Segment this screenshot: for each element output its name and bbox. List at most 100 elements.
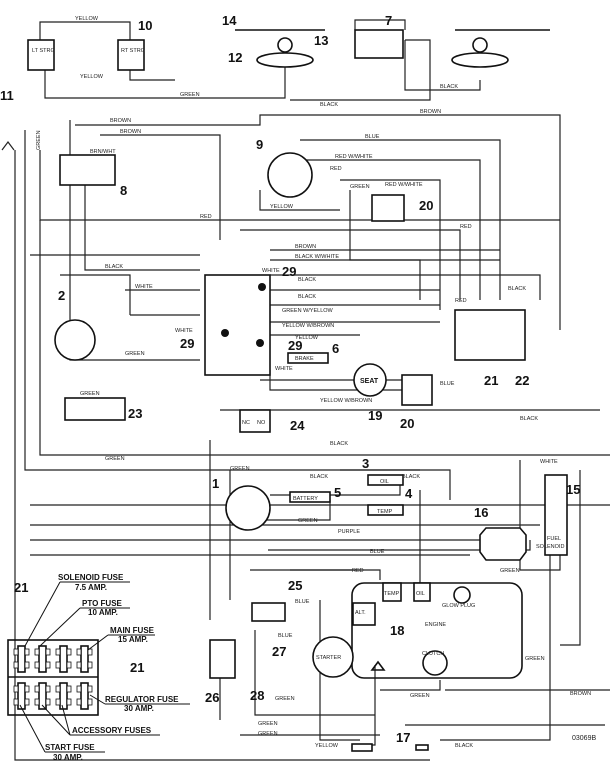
engine-oil-label: OIL xyxy=(416,591,425,597)
callout: 20 xyxy=(400,416,414,431)
rt-strg-label: RT STRG xyxy=(121,48,145,54)
wire-label: YELLOW xyxy=(315,743,339,749)
pto-fuse-amp: 10 AMP. xyxy=(88,608,118,617)
wires xyxy=(1,19,610,761)
regulator-fuse-amp: 30 AMP. xyxy=(124,704,154,713)
solenoid-label: SOLENOID xyxy=(536,544,564,550)
callout: 1 xyxy=(212,476,219,491)
wire-label: WHITE xyxy=(175,328,193,334)
fuse xyxy=(38,682,47,710)
headlight-right xyxy=(451,29,550,68)
start-fuse-amp: 30 AMP. xyxy=(53,753,83,762)
callout: 13 xyxy=(314,33,328,48)
fuse-terminal xyxy=(66,648,72,656)
connector-25 xyxy=(251,602,286,622)
wire-label: BLACK xyxy=(402,474,420,480)
wire-label: BLUE xyxy=(440,381,455,387)
wire-label: WHITE xyxy=(540,459,558,465)
key-switch-9 xyxy=(267,152,313,198)
fuse-terminal xyxy=(55,648,61,656)
starter-label: STARTER xyxy=(316,655,341,661)
callout: 4 xyxy=(405,486,413,501)
brake-label: BRAKE xyxy=(295,356,314,362)
callout: 16 xyxy=(474,505,488,520)
accessory-fuses-label: ACCESSORY FUSES xyxy=(72,726,152,735)
callout: 12 xyxy=(228,50,242,65)
battery-26 xyxy=(209,639,236,679)
switch-24 xyxy=(239,409,271,433)
fuse-terminal xyxy=(13,698,19,706)
connector-29 xyxy=(258,283,266,291)
wire-label: WHITE xyxy=(135,284,153,290)
fuse-terminal xyxy=(66,661,72,669)
wire-label: GREEN xyxy=(258,721,278,727)
callout-numbers: 1 2 3 4 5 6 7 8 9 10 11 12 13 14 15 16 1… xyxy=(0,13,580,745)
callout: 21 xyxy=(130,660,144,675)
callout: 15 xyxy=(566,482,580,497)
fuse xyxy=(80,682,89,710)
ignition-switch xyxy=(225,485,271,531)
fuse-terminal xyxy=(34,698,40,706)
connector-29 xyxy=(256,339,264,347)
callout: 28 xyxy=(250,688,264,703)
oil-light xyxy=(367,474,404,486)
fuse-terminal xyxy=(55,685,61,693)
solenoid-fuse-label: SOLENOID FUSE xyxy=(58,573,124,582)
wire-label: PURPLE xyxy=(338,529,360,535)
nc-label: NC xyxy=(242,420,250,426)
wire-label: BLACK xyxy=(330,441,348,447)
callout: 18 xyxy=(390,623,404,638)
clutch xyxy=(422,650,448,676)
rt-strg-light xyxy=(117,39,145,71)
wire-label: RED W/WHITE xyxy=(335,154,373,160)
temp-light xyxy=(367,504,404,516)
callout: 14 xyxy=(222,13,237,28)
wire-label: YELLOW xyxy=(80,74,104,80)
callout: 3 xyxy=(362,456,369,471)
pto-fuse-label: PTO FUSE xyxy=(82,599,123,608)
engine-oil-sensor xyxy=(413,582,431,602)
glow-plug-label: GLOW PLUG xyxy=(442,603,475,609)
relay-20 xyxy=(401,374,433,406)
fuse-terminal xyxy=(87,698,93,706)
fuse-terminal xyxy=(24,661,30,669)
wire-label: RED xyxy=(460,224,472,230)
callout: 5 xyxy=(334,485,341,500)
wire-label: GREEN xyxy=(525,656,545,662)
no-label: NO xyxy=(257,420,266,426)
callout: 11 xyxy=(0,88,14,103)
solenoid-fuse-amp: 7.5 AMP. xyxy=(75,583,107,592)
fuse-terminal xyxy=(87,685,93,693)
fuse xyxy=(38,645,47,673)
fuel-label: FUEL xyxy=(547,536,561,542)
callout: 20 xyxy=(419,198,433,213)
wire-label: BLACK xyxy=(508,286,526,292)
wire-label: GREEN xyxy=(125,351,145,357)
callout: 21 xyxy=(14,580,28,595)
wire-label: YELLOW xyxy=(295,335,319,341)
wire-label: YELLOW W/BROWN xyxy=(320,398,372,404)
callout: 22 xyxy=(515,373,529,388)
main-fuse-label: MAIN FUSE xyxy=(110,626,155,635)
fuse-terminal xyxy=(55,698,61,706)
callout: 19 xyxy=(368,408,382,423)
fuse xyxy=(80,645,89,673)
wire-label: RED xyxy=(455,298,467,304)
fuse-terminal xyxy=(34,648,40,656)
lt-strg-light xyxy=(27,39,55,71)
wire-label: BLACK W/WHITE xyxy=(295,254,339,260)
wire-label: GREEN xyxy=(350,184,370,190)
switch-2 xyxy=(54,319,96,361)
regulator-fuse-label: REGULATOR FUSE xyxy=(105,695,179,704)
fuse xyxy=(17,682,26,710)
connector-29 xyxy=(221,329,229,337)
wire-label: BLUE xyxy=(295,599,310,605)
fuse-terminal xyxy=(76,698,82,706)
fuse-terminal xyxy=(45,698,51,706)
wire-label: BLACK xyxy=(310,474,328,480)
fuse-terminal xyxy=(87,661,93,669)
callout: 25 xyxy=(288,578,302,593)
wire-label: GREEN xyxy=(298,518,318,524)
clutch-label: CLUTCH xyxy=(422,651,444,657)
